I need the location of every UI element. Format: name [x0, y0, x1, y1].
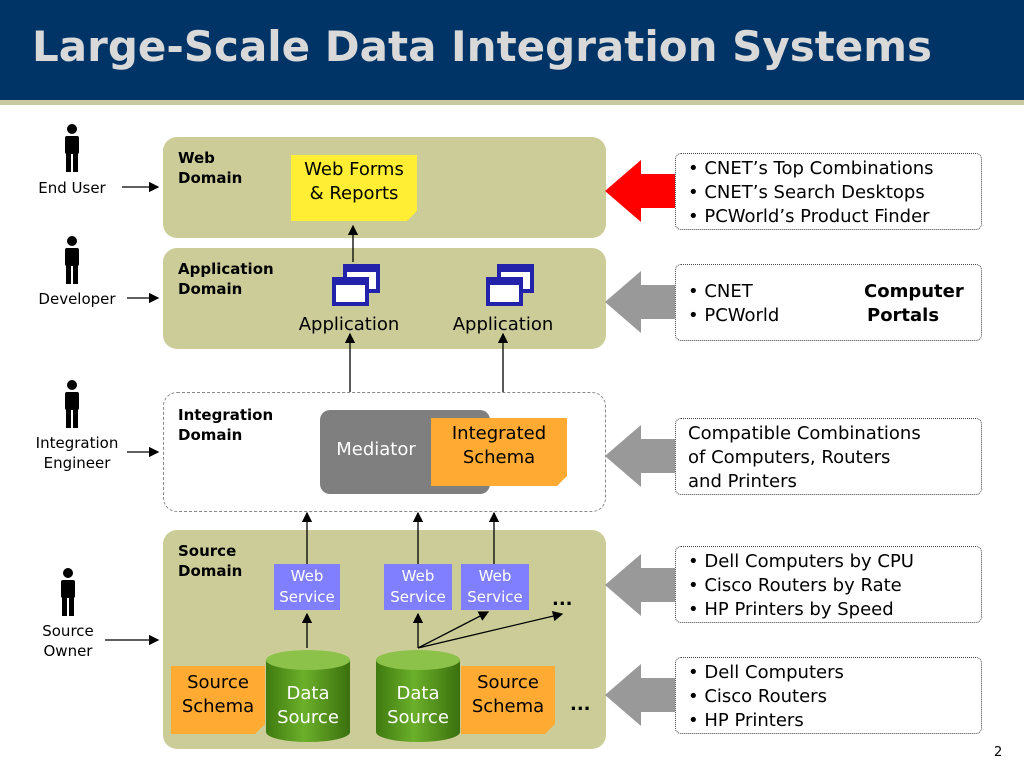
source-schema-note: Source Schema [171, 666, 265, 734]
note-item: • CNET [688, 281, 753, 302]
data-source-label: Data Source [277, 683, 339, 728]
note-item: • HP Printers [688, 710, 804, 731]
slide-number: 2 [994, 745, 1003, 760]
note-item: of Computers, Routers [688, 447, 891, 468]
application-domain-examples-note: • CNET • PCWorld [675, 264, 982, 341]
note-item: • CNET’s Search Desktops [688, 182, 925, 203]
developer-person-icon [65, 236, 79, 284]
web-service-box: Web Service [461, 564, 529, 610]
computer-portals-label-line1: Computer [864, 281, 964, 302]
gray-left-arrow-icon [605, 554, 675, 616]
note-item: • PCWorld [688, 305, 780, 326]
web-forms-reports-note: Web Forms & Reports [291, 155, 417, 221]
note-item: and Printers [688, 471, 797, 492]
gray-left-arrow-icon [605, 664, 675, 726]
computer-portals-label-line2: Portals [867, 305, 940, 326]
note-item: • HP Printers by Speed [688, 599, 894, 620]
data-source-cylinder-icon [376, 650, 460, 742]
application-label: Application [298, 314, 400, 335]
gray-left-arrow-icon [605, 271, 675, 333]
note-item: • Cisco Routers by Rate [688, 575, 902, 596]
application-label: Application [452, 314, 554, 335]
web-domain-examples-note: • CNET’s Top Combinations • CNET’s Searc… [675, 153, 982, 230]
title-bar [0, 0, 1024, 100]
integration-domain-label: Integration Domain [178, 406, 274, 444]
more-sources-ellipsis: ... [570, 694, 591, 715]
application-domain-label: Application Domain [178, 260, 274, 298]
gray-left-arrow-icon [605, 425, 675, 487]
integration-domain-examples-note: Compatible Combinations of Computers, Ro… [675, 418, 982, 495]
end-user-person-icon [65, 124, 79, 172]
note-item: Compatible Combinations [688, 423, 921, 444]
role-end-user: End User [38, 179, 106, 197]
source-domain-label: Source Domain [178, 542, 243, 580]
source-schema-note: Source Schema [461, 666, 555, 734]
red-left-arrow-icon [605, 160, 675, 222]
data-source-cylinder-icon [266, 650, 350, 742]
integration-engineer-person-icon [65, 380, 79, 428]
integrated-schema-note: Integrated Schema [431, 418, 567, 486]
note-item: • CNET’s Top Combinations [688, 158, 934, 179]
application-window-icon [486, 264, 534, 306]
data-source-examples-note: • Dell Computers • Cisco Routers • HP Pr… [675, 657, 982, 734]
web-service-box: Web Service [384, 564, 452, 610]
web-service-examples-note: • Dell Computers by CPU • Cisco Routers … [675, 546, 982, 623]
role-developer: Developer [38, 290, 116, 308]
role-integration-engineer: Integration Engineer [35, 434, 119, 472]
slide-title: Large-Scale Data Integration Systems [32, 22, 933, 71]
note-item: • Cisco Routers [688, 686, 827, 707]
web-service-box: Web Service [274, 564, 340, 610]
application-window-icon [332, 264, 380, 306]
title-underline [0, 100, 1024, 105]
note-item: • Dell Computers [688, 662, 844, 683]
data-source-label: Data Source [387, 683, 449, 728]
note-item: • Dell Computers by CPU [688, 551, 914, 572]
web-domain-label: Web Domain [178, 149, 243, 187]
mediator-label: Mediator [336, 439, 416, 460]
role-source-owner: Source Owner [42, 622, 94, 660]
note-item: • PCWorld’s Product Finder [688, 206, 930, 227]
more-services-ellipsis: ... [552, 589, 573, 610]
source-owner-person-icon [61, 568, 75, 616]
